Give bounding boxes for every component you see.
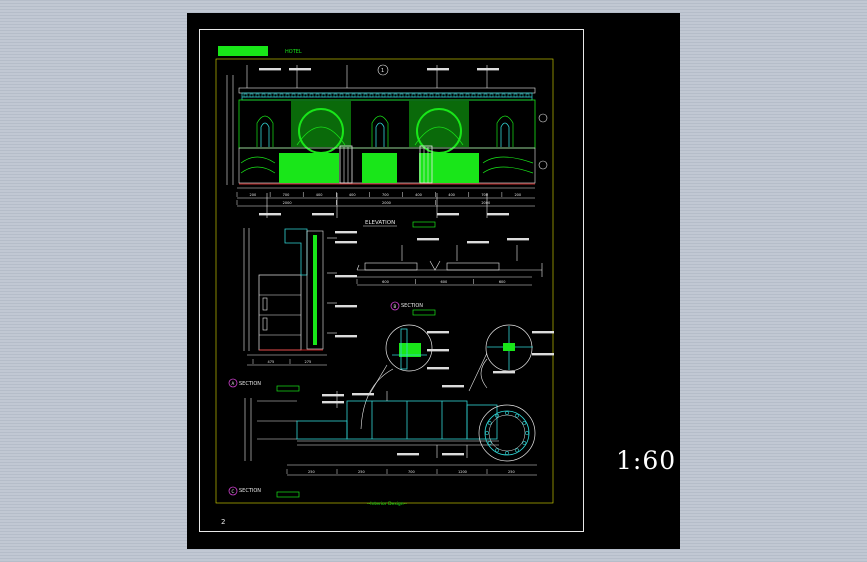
dim-label: 200 xyxy=(250,193,257,197)
annotation-note xyxy=(259,213,281,216)
section-b-drawing xyxy=(356,245,543,286)
dim-label: 400 xyxy=(349,193,356,197)
scale-label: 1:60 xyxy=(616,446,677,475)
dim-label: 2000 xyxy=(382,201,391,205)
dim-label: 700 xyxy=(283,193,290,197)
annotation-note xyxy=(335,275,357,278)
annotation-note xyxy=(427,68,449,71)
dim-label: 275 xyxy=(305,360,312,364)
elevation-dims-row2: 2000 2000 2000 xyxy=(236,200,490,205)
annotation-note xyxy=(442,385,464,388)
annotation-note xyxy=(397,453,419,456)
annotation-note xyxy=(442,453,464,456)
dim-label: 700 xyxy=(408,470,415,474)
dim-label: 400 xyxy=(415,193,422,197)
footer-caption: --Interior Design-- xyxy=(367,501,407,507)
annotation-note xyxy=(335,335,357,338)
detail-callouts xyxy=(360,324,533,430)
inner-frame xyxy=(215,58,554,504)
annotation-note xyxy=(477,68,499,71)
dim-label: 700 xyxy=(481,193,488,197)
section-c-marker xyxy=(228,486,238,496)
annotation-note xyxy=(427,331,449,334)
dim-label: 250 xyxy=(308,470,315,474)
elevation-scale-box xyxy=(412,221,436,228)
annotation-note xyxy=(335,305,357,308)
annotation-note xyxy=(427,349,449,352)
section-c-letter: C xyxy=(232,489,235,494)
annotation-note xyxy=(467,241,489,244)
dim-label: 2000 xyxy=(481,201,490,205)
dim-label: 475 xyxy=(268,360,275,364)
annotation-note xyxy=(427,367,449,370)
dim-label: 1200 xyxy=(458,470,467,474)
annotation-note xyxy=(322,394,344,397)
dim-label: 250 xyxy=(358,470,365,474)
annotation-note xyxy=(532,331,554,334)
section-a-letter: A xyxy=(232,381,235,386)
section-b-letter: B xyxy=(394,304,397,309)
project-tag: HOTEL xyxy=(285,49,302,55)
section-b-title: SECTION xyxy=(401,303,423,309)
cad-drawing: HOTEL xyxy=(215,46,554,526)
annotation-note xyxy=(493,371,515,374)
section-b-marker xyxy=(390,301,400,311)
section-c-title: SECTION xyxy=(239,488,261,494)
elevation-dims-row1: 200 700 400 400 700 400 400 700 200 xyxy=(236,192,521,197)
annotation-note xyxy=(289,68,311,71)
dim-label: 600 xyxy=(441,280,448,284)
annotation-note xyxy=(259,68,281,71)
section-c-dims: 250 250 700 1200 250 xyxy=(286,469,515,474)
dim-label: 250 xyxy=(508,470,515,474)
elevation-drawing: 1 xyxy=(226,64,548,218)
section-b-dims: 600 600 600 xyxy=(356,279,506,284)
dim-label: 600 xyxy=(382,280,389,284)
axis-marker-top: 1 xyxy=(381,68,384,74)
annotation-note xyxy=(507,238,529,241)
dim-label: 700 xyxy=(382,193,389,197)
annotation-leaders xyxy=(259,68,554,456)
page-number: 2 xyxy=(221,518,225,526)
dim-label: 600 xyxy=(499,280,506,284)
title-block xyxy=(218,46,268,56)
annotation-note xyxy=(312,213,334,216)
elevation-title: ELEVATION xyxy=(365,220,395,226)
annotation-note xyxy=(417,238,439,241)
cad-viewport[interactable]: HOTEL xyxy=(187,13,680,549)
annotation-note xyxy=(335,241,357,244)
annotation-note xyxy=(322,401,344,404)
drawing-sheet-border xyxy=(199,29,584,532)
dim-label: 200 xyxy=(514,193,521,197)
dim-label: 400 xyxy=(316,193,323,197)
annotation-note xyxy=(352,393,374,396)
section-a-drawing xyxy=(243,228,337,366)
annotation-note xyxy=(532,353,554,356)
annotation-note xyxy=(335,231,357,234)
section-c-drawing xyxy=(244,391,537,476)
dim-label: 2000 xyxy=(283,201,292,205)
section-a-title: SECTION xyxy=(239,381,261,387)
section-a-dims: 475 275 xyxy=(252,359,312,364)
section-a-marker xyxy=(228,378,238,388)
annotation-note xyxy=(437,213,459,216)
dim-label: 400 xyxy=(448,193,455,197)
annotation-note xyxy=(487,213,509,216)
